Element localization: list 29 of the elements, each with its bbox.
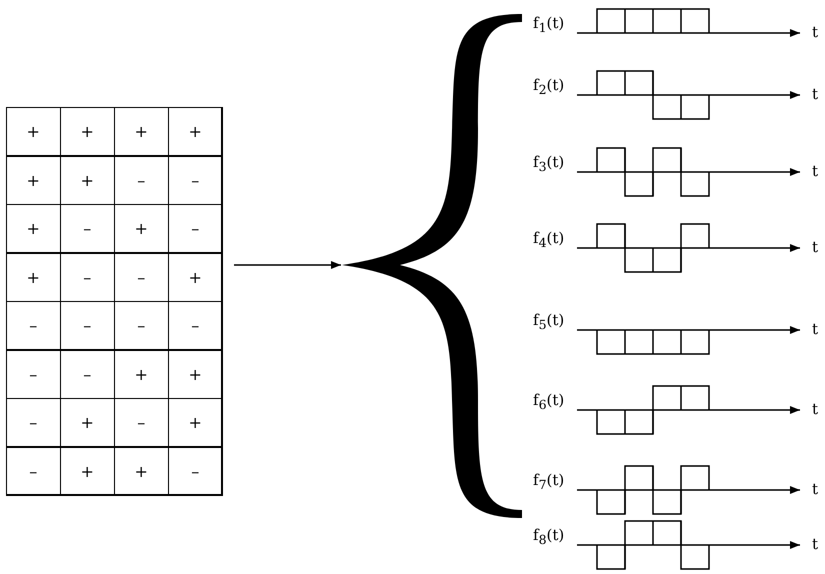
table-cell: + (114, 446, 169, 496)
function-label: f$_{3}$(t) (533, 155, 564, 174)
table-cell: – (168, 446, 223, 496)
table-cell: + (168, 106, 223, 156)
function-label: f$_{6}$(t) (533, 393, 564, 412)
function-label: f$_{2}$(t) (533, 78, 564, 96)
table-cell: – (168, 155, 223, 205)
table-cell: + (168, 398, 223, 448)
axis-label: t (812, 322, 818, 337)
axis-label: t (812, 402, 818, 417)
function-label: f$_{1}$(t) (533, 16, 564, 34)
axis-label: t (812, 25, 818, 40)
axis-label: t (812, 87, 818, 102)
function-label: f$_{4}$(t) (533, 231, 564, 250)
arrow (234, 261, 341, 269)
table-cell: + (168, 349, 223, 399)
axis-label: t (812, 240, 818, 255)
table-cell: – (6, 446, 61, 496)
axis-label: t (812, 164, 818, 179)
sign-table (6, 107, 222, 495)
axis-label: t (812, 482, 818, 497)
function-label: f$_{7}$(t) (533, 473, 564, 492)
table-cell: + (168, 252, 223, 302)
axis-label: t (812, 537, 818, 552)
function-label: f$_{5}$(t) (533, 313, 564, 332)
table-cell: – (168, 204, 223, 254)
table-cell: + (60, 446, 115, 496)
table-cell: – (168, 300, 223, 350)
function-label: f$_{8}$(t) (533, 528, 564, 546)
